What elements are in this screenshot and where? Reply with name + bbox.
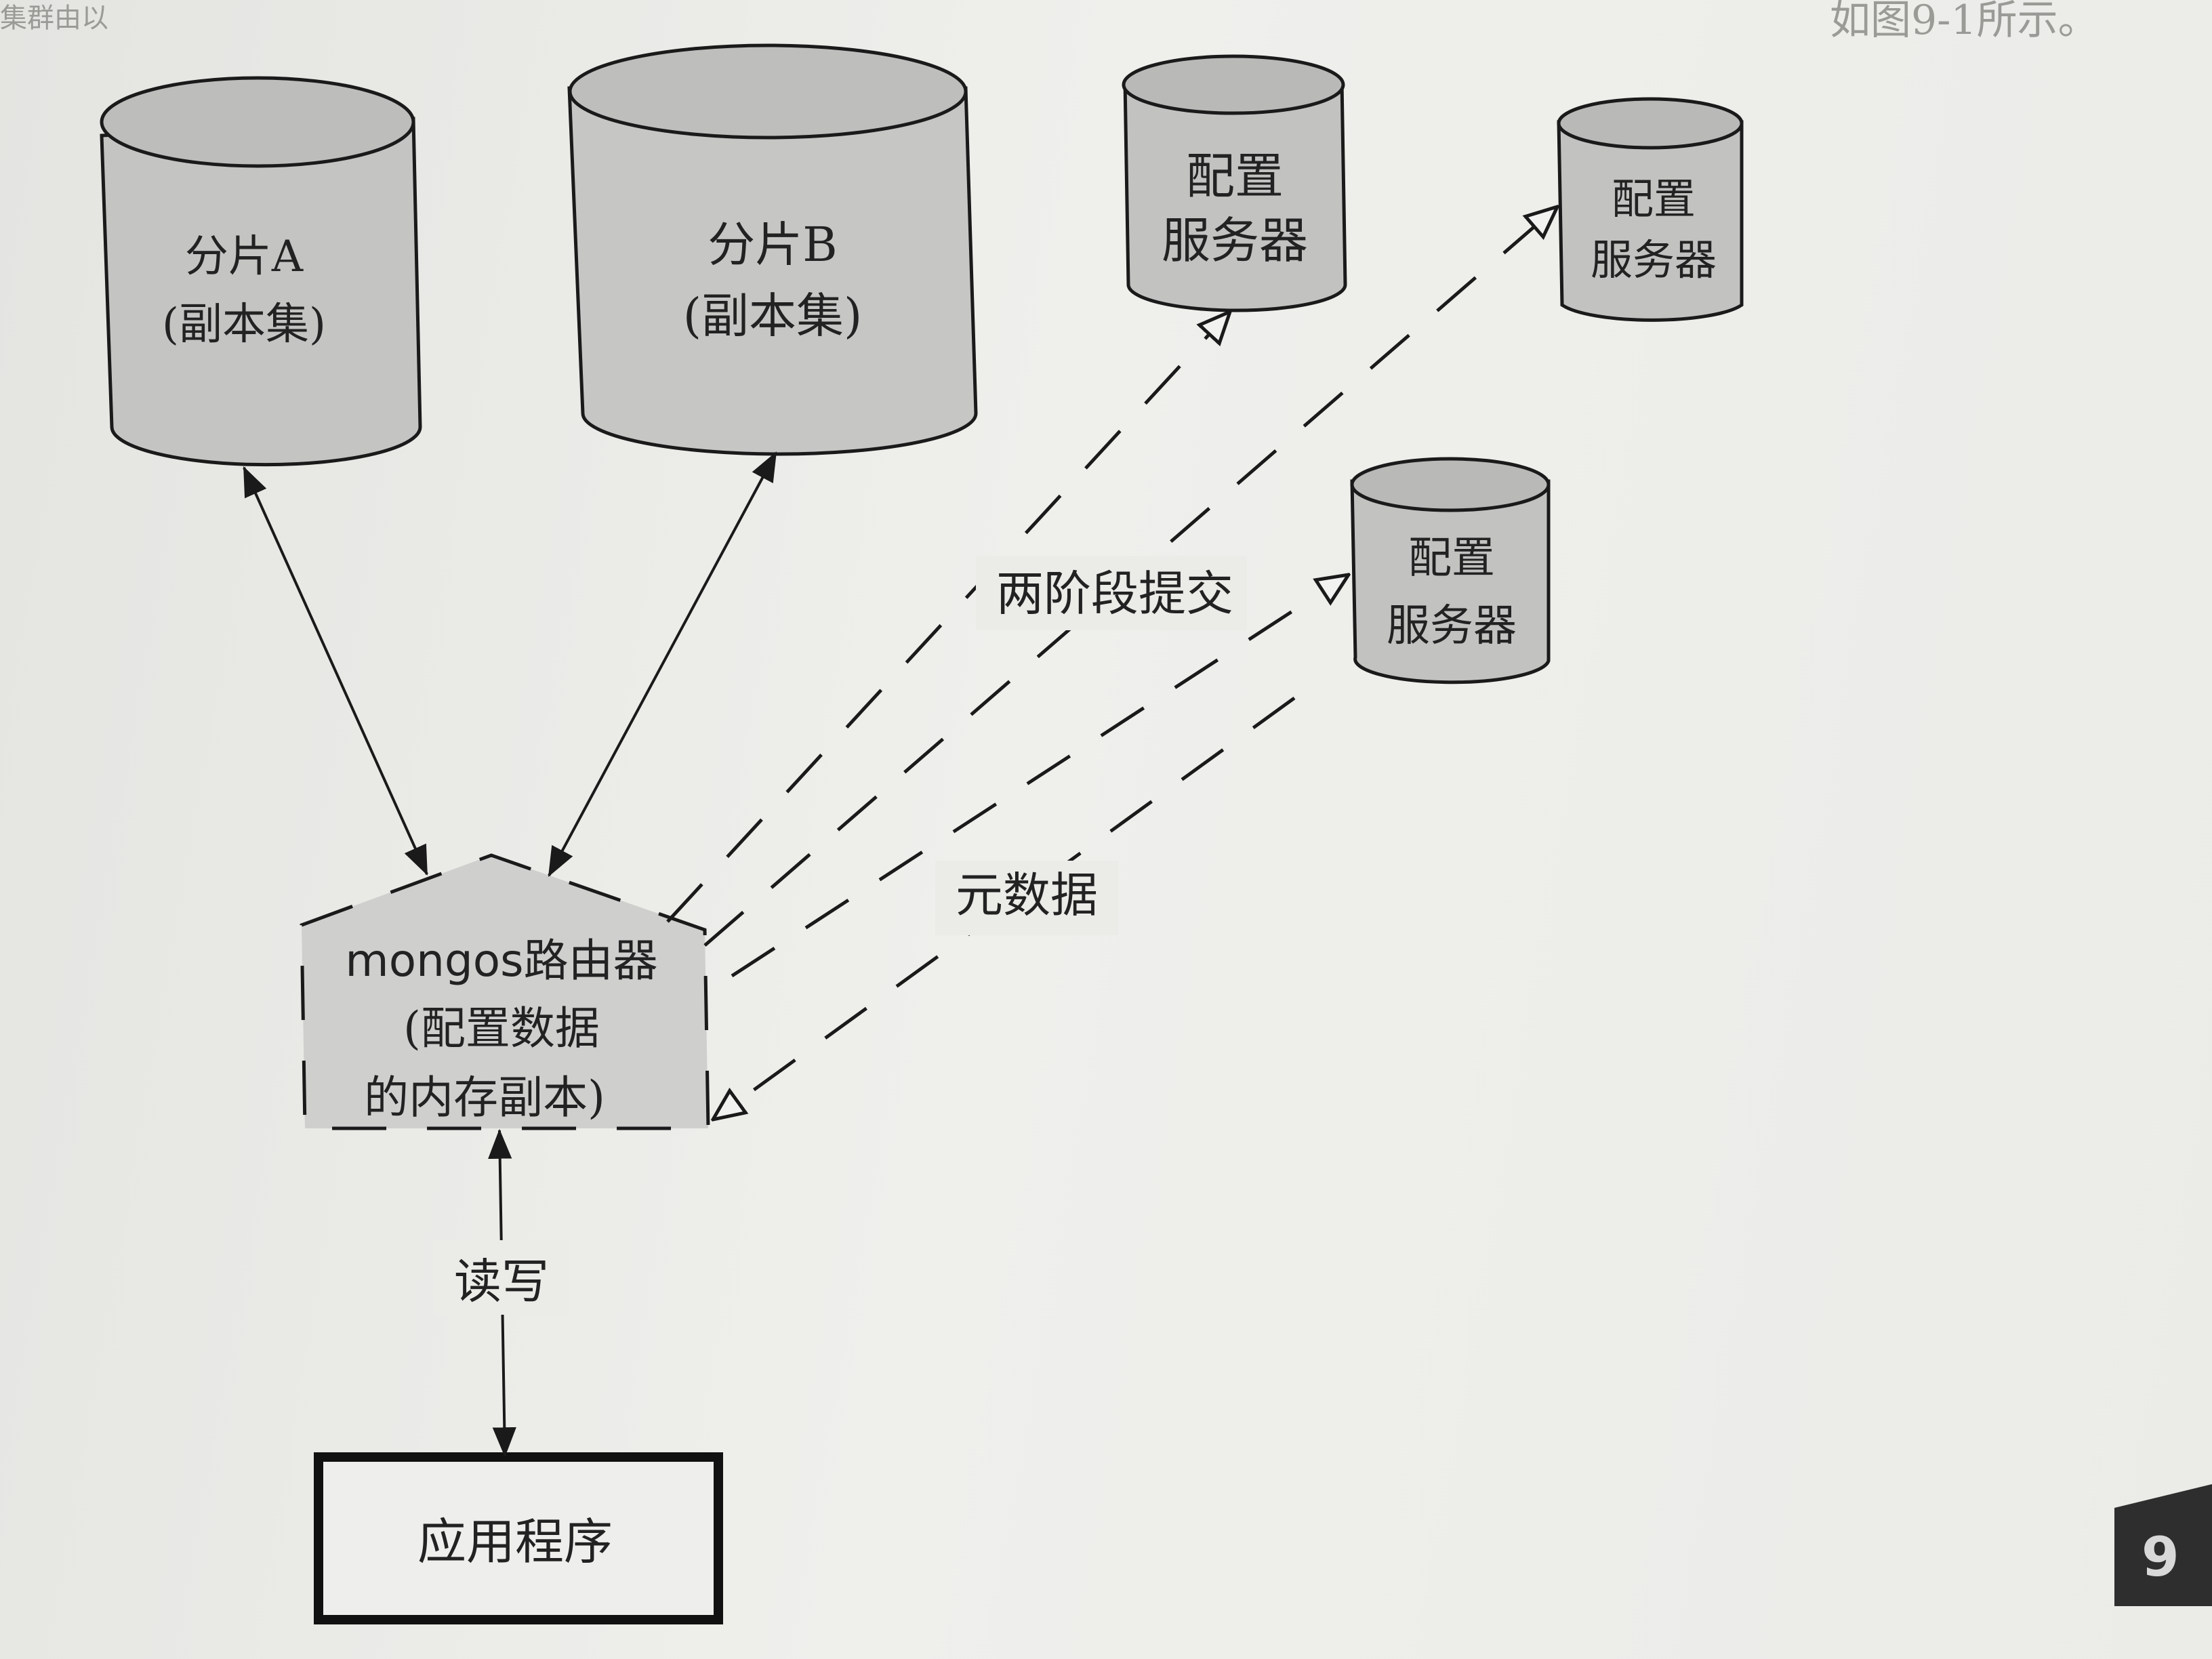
mongos-config3-dashed-arrow [731, 575, 1349, 978]
read-write-label-bg [434, 1240, 569, 1315]
config-server-1-cylinder: 配置 服务器 [1122, 54, 1347, 312]
config-server-1-line2: 服务器 [1162, 212, 1308, 269]
application-label: 应用程序 [417, 1513, 613, 1570]
shard-b-title: 分片B [708, 217, 837, 272]
shard-a-cylinder: 分片A (副本集) [100, 76, 422, 467]
page-number: 9 [2142, 1525, 2179, 1589]
metadata-label-bg [935, 861, 1118, 935]
shard-a-mongos-arrow [243, 466, 428, 876]
shard-a-subtitle: (副本集) [162, 300, 326, 350]
page-header-fragment-right: 如图9-1所示。 [1830, 0, 2099, 44]
mongos-title: mongos路由器 [345, 935, 657, 987]
mongos-subtitle-1: (配置数据 [403, 1002, 600, 1054]
config-server-1-line1: 配置 [1186, 148, 1284, 205]
mongos-router-node: mongos路由器 (配置数据 的内存副本) [300, 853, 710, 1130]
shard-b-cylinder: 分片B (副本集) [567, 43, 978, 456]
shard-b-subtitle: (副本集) [683, 288, 863, 344]
two-phase-commit-label: 两阶段提交 [996, 566, 1233, 621]
shard-a-title: 分片A [185, 232, 304, 282]
config-server-2-line1: 配置 [1612, 174, 1696, 224]
config-server-3-line2: 服务器 [1387, 601, 1517, 651]
page-number-tab: 9 [2114, 1484, 2212, 1606]
config-server-2-cylinder: 配置 服务器 [1557, 97, 1744, 322]
config-server-3-cylinder: 配置 服务器 [1350, 457, 1551, 684]
mongos-subtitle-2: 的内存副本) [364, 1071, 605, 1124]
config-server-2-line2: 服务器 [1591, 235, 1717, 285]
metadata-label: 元数据 [956, 867, 1098, 923]
shard-b-mongos-arrow [548, 451, 777, 877]
application-node: 应用程序 [314, 1452, 723, 1624]
read-write-label: 读写 [454, 1254, 549, 1309]
config-server-3-line1: 配置 [1408, 533, 1495, 583]
mongos-config1-dashed-arrow [666, 312, 1230, 923]
two-phase-label-bg [976, 556, 1247, 630]
page-header-fragment-left: 集群由以 [0, 3, 108, 34]
